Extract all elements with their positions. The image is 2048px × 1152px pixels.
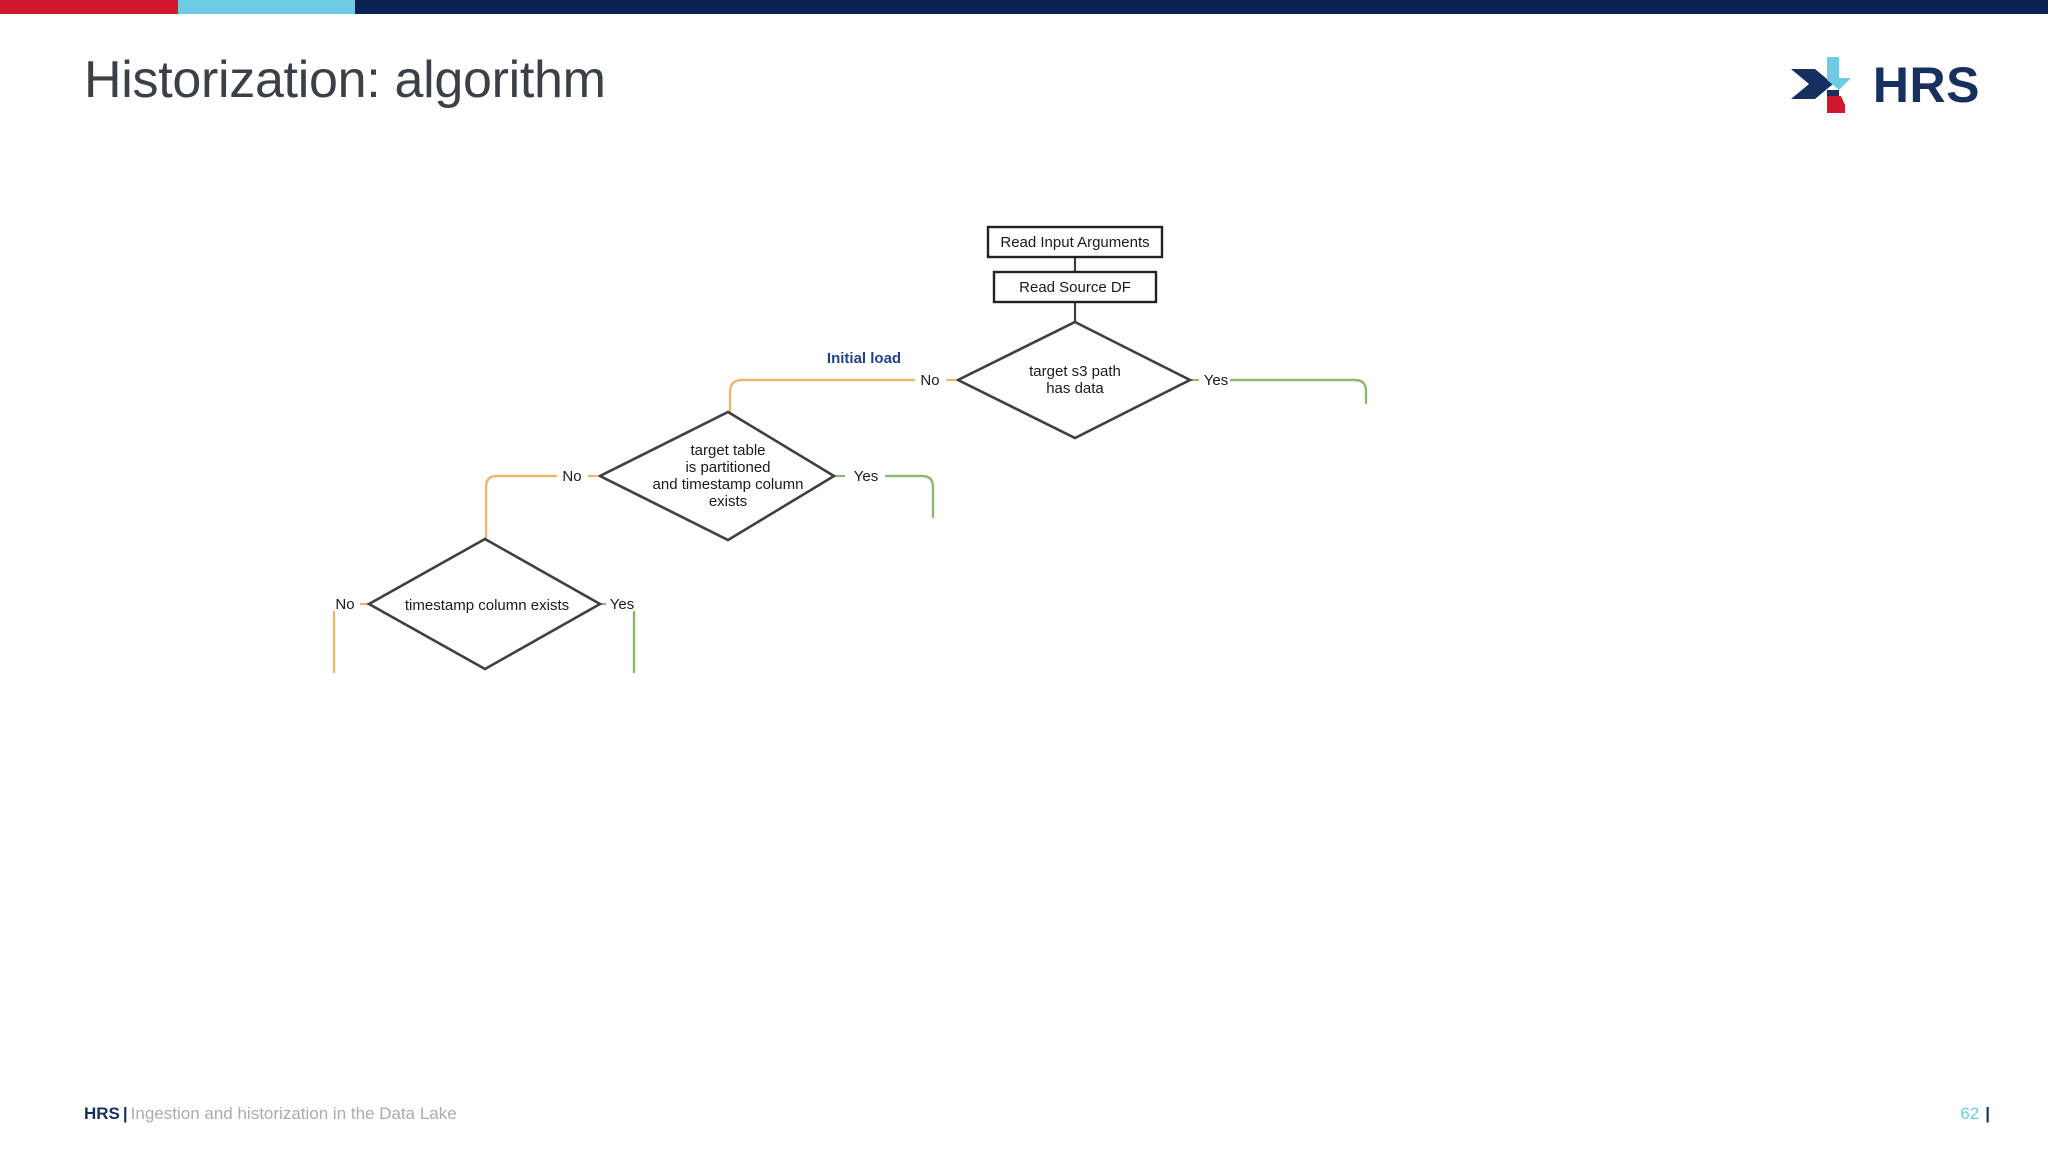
flow-node-read-source-df[interactable]: Read Source DF: [992, 270, 1158, 304]
flow-node-read-input-arguments[interactable]: Read Input Arguments: [986, 225, 1164, 259]
page-number-value: 62: [1960, 1104, 1980, 1123]
flow-node-label: timestamp column exists: [405, 597, 569, 614]
page-number: 62 |: [1960, 1104, 1990, 1124]
edge-decision2-no: [484, 474, 558, 542]
flow-node-label-line-2: has data: [1046, 380, 1104, 397]
footer-separator: |: [122, 1104, 128, 1123]
hrs-wordmark: HRS: [1872, 57, 1980, 113]
hrs-logo: HRS: [1789, 56, 1980, 114]
edge-decision1-yes: [1229, 378, 1368, 405]
branch-label-decision2-yes: Yes: [854, 468, 878, 485]
flow-node-label-line-4: exists: [709, 493, 747, 510]
flow-node-shape-decision: [366, 537, 603, 671]
accent-segment-navy: [355, 0, 2048, 14]
annotation-initial-load: Initial load: [827, 350, 901, 367]
flow-node-shape-decision: [955, 320, 1193, 440]
branch-label-decision2-no: No: [562, 468, 581, 485]
top-accent-bar: [0, 0, 2048, 14]
flow-node-label-line-2: is partitioned: [685, 459, 770, 476]
footer: HRS|Ingestion and historization in the D…: [84, 1104, 457, 1124]
branch-label-decision3-yes: Yes: [610, 596, 634, 613]
footer-brand: HRS: [84, 1104, 120, 1123]
hrs-arrow-mark-icon: [1790, 57, 1851, 113]
accent-segment-red: [0, 0, 178, 14]
page-number-bar: |: [1985, 1104, 1990, 1123]
branch-label-decision1-no: No: [920, 372, 939, 389]
footer-text: Ingestion and historization in the Data …: [130, 1104, 457, 1123]
flow-node-label-line-3: and timestamp column: [653, 476, 804, 493]
edge-decision2-yes: [884, 474, 935, 519]
flow-node-timestamp-column-exists[interactable]: timestamp column exists: [366, 537, 603, 671]
flow-node-label: Read Source DF: [1019, 279, 1131, 296]
edge-decision1-no: [728, 378, 916, 413]
accent-segment-cyan: [178, 0, 355, 14]
flow-node-shape-process: [992, 270, 1158, 304]
flow-node-shape-process: [986, 225, 1164, 259]
flow-node-label-line-1: target table: [690, 442, 765, 459]
flow-node-shape-decision: [597, 410, 837, 542]
branch-label-decision3-no: No: [335, 596, 354, 613]
flow-node-label: Read Input Arguments: [1000, 234, 1149, 251]
flow-node-target-table-is-partitioned[interactable]: target table is partitioned and timestam…: [597, 410, 837, 542]
page-title: Historization: algorithm: [84, 51, 606, 109]
flow-node-label-line-1: target s3 path: [1029, 363, 1121, 380]
flow-node-target-s3-path-has-data[interactable]: target s3 path has data: [955, 320, 1193, 440]
branch-label-decision1-yes: Yes: [1204, 372, 1228, 389]
